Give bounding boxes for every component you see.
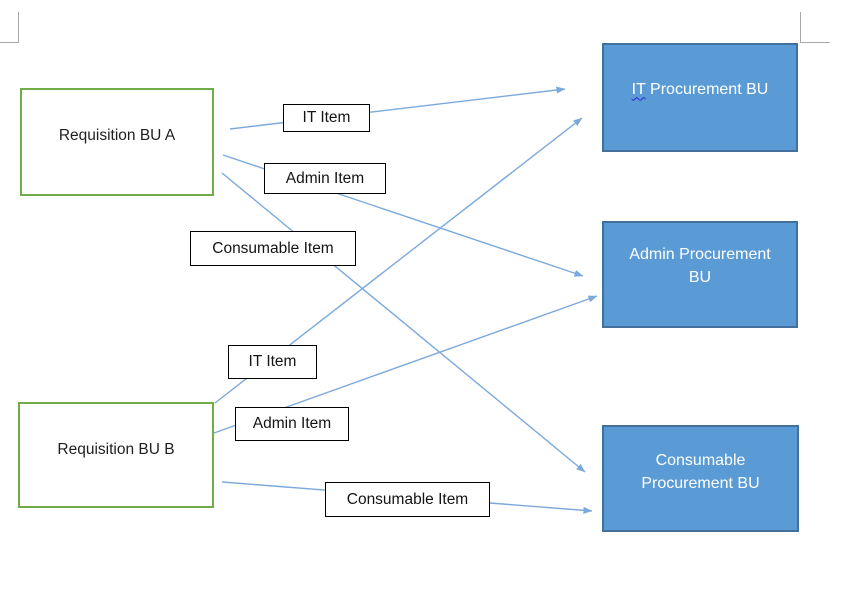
label-box-admin-item-b[interactable]: Admin Item [235,407,349,441]
label-box-it-item-b[interactable]: IT Item [228,345,317,379]
admin-procurement-bu-label-line2: BU [688,268,712,286]
admin-item-b-text: Admin Item [252,415,332,432]
arrow-req-a-to-consumable-procurement[interactable] [221,172,586,473]
consumable-procurement-bu-label-line2: Procurement BU [641,474,760,492]
shape-requisition-bu-b[interactable]: Requisition BU B [18,402,214,508]
arrow-req-a-to-it-procurement[interactable] [229,86,566,130]
spellcheck-underlined-word: IT [631,80,646,98]
label-box-consumable-item-a[interactable]: Consumable Item [190,231,356,266]
admin-procurement-bu-label-line1: Admin Procurement [629,245,771,263]
consumable-item-b-text: Consumable Item [346,490,469,508]
consumable-item-a-text: Consumable Item [212,239,334,257]
shape-requisition-bu-a[interactable]: Requisition BU A [20,88,214,196]
requisition-bu-a-label: Requisition BU A [58,126,176,144]
shape-admin-procurement-bu[interactable]: Admin Procurement BU [602,221,798,328]
it-item-b-text: IT Item [248,353,297,370]
page-margin-corner-mark-top-right [800,12,830,43]
it-procurement-bu-label: IT Procurement BU [631,80,769,98]
label-box-admin-item-a[interactable]: Admin Item [264,163,386,194]
consumable-procurement-bu-label-line1: Consumable [655,451,746,469]
shape-consumable-procurement-bu[interactable]: Consumable Procurement BU [602,425,799,532]
page-margin-corner-mark-top-left [0,12,19,43]
admin-item-a-text: Admin Item [285,169,365,187]
shape-it-procurement-bu[interactable]: IT Procurement BU [602,43,798,152]
it-item-a-text: IT Item [302,109,351,126]
label-box-it-item-a[interactable]: IT Item [283,104,370,132]
label-box-consumable-item-b[interactable]: Consumable Item [325,482,490,517]
requisition-bu-b-label: Requisition BU B [57,441,175,458]
